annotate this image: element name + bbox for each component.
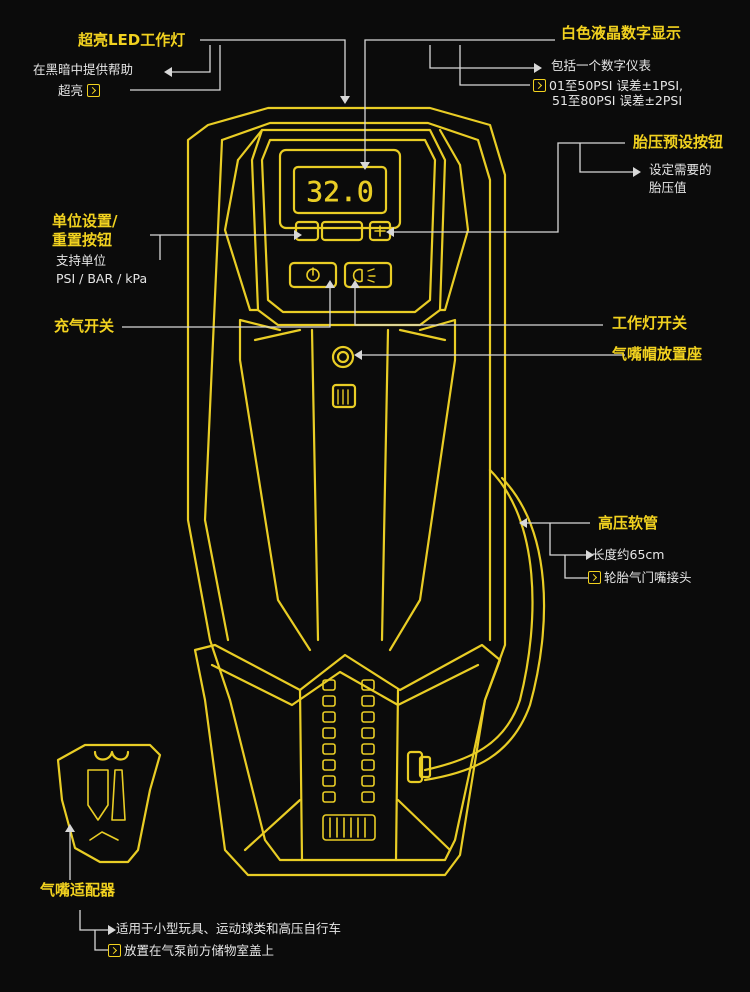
label-adapter-title: 气嘴适配器 (40, 881, 116, 899)
label-unit-desc1: 支持单位 (56, 253, 107, 268)
label-cap-title: 气嘴帽放置座 (612, 345, 703, 363)
label-lcd-title: 白色液晶数字显示 (561, 24, 682, 42)
label-unit-desc2: PSI / BAR / kPa (56, 271, 148, 286)
high-pressure-hose (423, 468, 534, 772)
lcd-reading: 32.0 (306, 175, 373, 208)
arrow-box-icon (533, 79, 546, 92)
label-adapter-desc2: 放置在气泵前方储物室盖上 (108, 944, 274, 958)
cap-holder (331, 345, 355, 369)
vent-slots (322, 679, 376, 841)
label-led-title: 超亮LED工作灯 (78, 31, 186, 49)
label-lcd-desc2: 01至50PSI 误差±1PSI, (533, 79, 683, 93)
label-hose-title: 高压软管 (598, 514, 659, 532)
label-led-desc2: 超亮 (58, 84, 103, 98)
label-hose-desc2: 轮胎气门嘴接头 (588, 571, 692, 585)
pump-base (193, 643, 502, 877)
leader-inflate (122, 285, 331, 328)
leader-light (354, 285, 603, 326)
label-led-desc1: 在黑暗中提供帮助 (33, 62, 134, 77)
arrow-box-icon (87, 84, 101, 97)
label-unit-title2: 重置按钮 (52, 231, 113, 249)
light-button (343, 261, 393, 289)
label-inflate-title: 充气开关 (54, 317, 115, 335)
lcd-screen (292, 165, 388, 215)
unit-button (294, 220, 320, 242)
valve-connector (406, 750, 424, 784)
arrow-box-icon (108, 944, 121, 957)
leader-lcd (364, 39, 555, 165)
arrow-box-icon (588, 571, 601, 584)
label-lcd-desc3: 51至80PSI 误差±2PSI (552, 93, 683, 108)
leader-preset (392, 142, 625, 233)
label-unit-title1: 单位设置/ (52, 212, 118, 230)
label-light-title: 工作灯开关 (612, 314, 688, 332)
power-button (288, 261, 338, 289)
label-preset-title: 胎压预设按钮 (633, 133, 724, 151)
pump-column (310, 328, 390, 642)
label-hose-desc1: 长度约65cm (592, 547, 665, 562)
pump-body-outline (186, 106, 507, 862)
leader-led (200, 39, 346, 100)
label-preset-desc1: 设定需要的 (649, 162, 712, 177)
adapter-lid (56, 743, 162, 864)
label-lcd-desc1: 包括一个数字仪表 (551, 58, 652, 73)
label-preset-desc2: 胎压值 (649, 180, 687, 195)
label-adapter-desc1: 适用于小型玩具、运动球类和高压自行车 (116, 921, 342, 936)
